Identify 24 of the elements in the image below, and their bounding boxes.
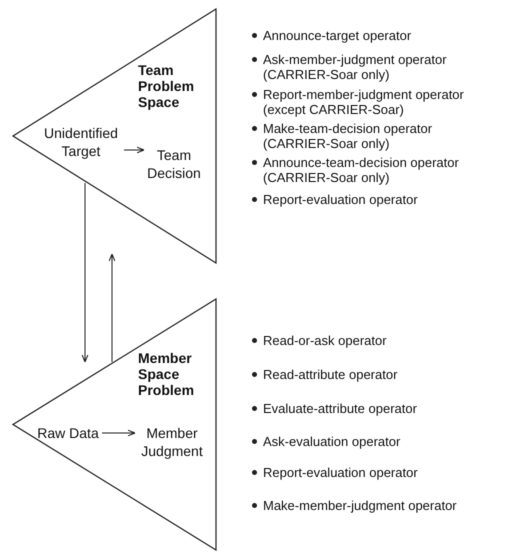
operator-item: Make-team-decision operator (CARRIER-Soar only) [263,121,434,151]
state-label: Unidentified Target [40,124,122,160]
operator-item: Read-or-ask operator [263,333,387,348]
operator-item: Ask-member-judgment operator (CARRIER-Soar only) [263,52,448,82]
operator-item: Ask-evaluation operator [263,434,400,449]
state-label: Member Judgment [136,424,208,460]
arrow [108,253,116,362]
triangle-node [12,298,217,551]
arrow [82,182,88,363]
operator-item: Read-attribute operator [263,367,398,382]
space-title: Member Space Problem [138,350,196,398]
operator-item: Report-member-judgment operator (except CARRIER-Soar) [263,87,465,117]
operator-item: Report-evaluation operator [263,465,418,480]
state-label: Raw Data [36,424,100,443]
arrow [102,430,136,436]
triangle-node [12,8,217,264]
state-label: Team Decision [145,146,203,186]
operator-item: Make-member-judgment operator [263,498,457,513]
space-title: Team Problem Space [138,62,196,110]
operator-item: Report-evaluation operator [263,192,418,207]
arrow [124,146,145,154]
operator-item: Announce-team-decision operator (CARRIER-Soar only) [263,155,460,185]
operator-item: Evaluate-attribute operator [263,401,417,416]
operator-item: Announce-target operator [263,28,412,43]
